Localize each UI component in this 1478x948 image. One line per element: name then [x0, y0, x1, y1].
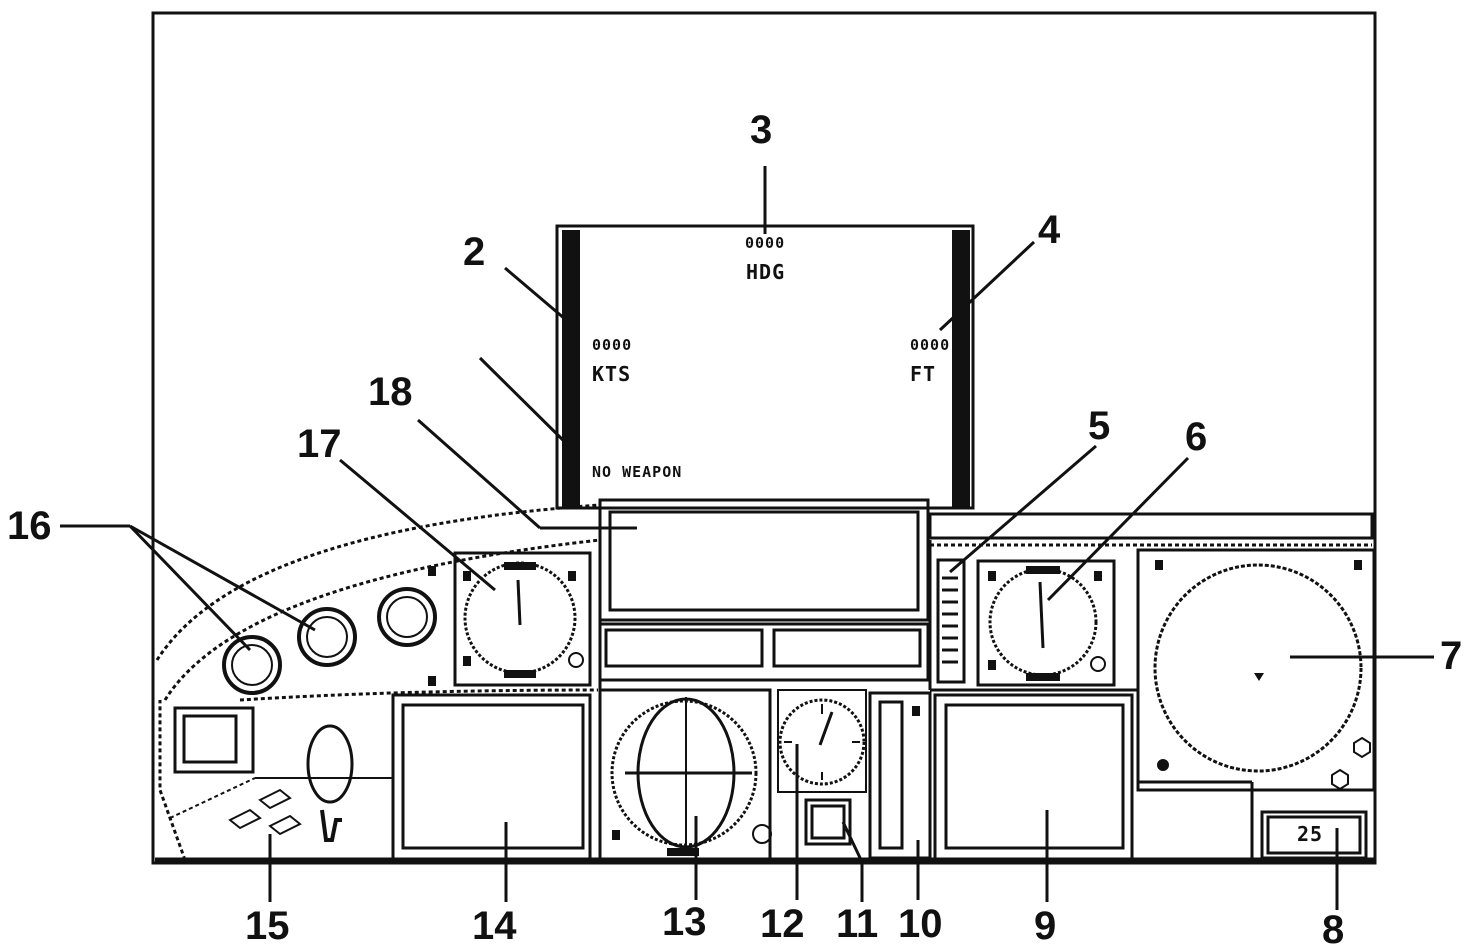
attitude-indicator-13 — [598, 688, 772, 862]
hud-altitude-value: 0000 — [910, 336, 951, 354]
hud-speed-unit: KTS — [592, 362, 632, 386]
callout-7: 7 — [1440, 634, 1463, 678]
callout-10: 10 — [898, 902, 943, 946]
callout-14: 14 — [472, 904, 517, 948]
dashboard-shelf — [928, 512, 1374, 540]
gauge-6 — [976, 559, 1116, 687]
callout-16: 16 — [7, 504, 52, 548]
hud-speed-value: 0000 — [592, 336, 633, 354]
hud-weapon-status: NO WEAPON — [592, 463, 683, 481]
hud-heading-unit: HDG — [746, 260, 786, 284]
gauge-17 — [453, 551, 592, 687]
callout-15: 15 — [245, 904, 290, 948]
hud-heading-value: 0000 — [745, 234, 786, 252]
screen-frame — [151, 11, 1377, 865]
right-display-9 — [933, 693, 1134, 862]
callout-12: 12 — [760, 902, 805, 946]
hud-left-bar — [562, 230, 580, 508]
upper-display-panel — [598, 498, 930, 682]
callout-leaders — [60, 166, 1434, 910]
vertical-scale-5 — [936, 558, 966, 684]
callout-2: 2 — [463, 230, 486, 274]
hud-right-bar — [952, 230, 970, 508]
radar-scope-7 — [1136, 548, 1376, 860]
callout-11: 11 — [836, 902, 879, 946]
callout-6: 6 — [1185, 415, 1208, 459]
readout-8-value: 25 — [1297, 822, 1324, 846]
callout-8: 8 — [1322, 908, 1345, 948]
callout-18: 18 — [368, 370, 413, 414]
callout-4: 4 — [1038, 208, 1061, 252]
throttle-controls-15 — [169, 706, 392, 842]
hud-altitude-unit: FT — [910, 362, 937, 386]
vertical-gauge-10 — [868, 691, 932, 860]
callout-17: 17 — [297, 422, 342, 466]
callout-13: 13 — [662, 900, 707, 944]
left-display-14 — [391, 693, 592, 862]
engine-gauges — [222, 566, 437, 695]
callout-9: 9 — [1034, 904, 1057, 948]
dashboard-curve — [155, 503, 601, 661]
callout-5: 5 — [1088, 404, 1111, 448]
callout-3: 3 — [750, 108, 773, 152]
gauge-12 — [777, 689, 867, 793]
